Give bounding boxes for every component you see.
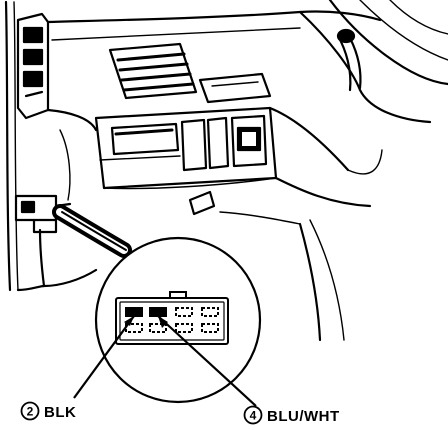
callout-label: BLK xyxy=(44,404,76,421)
terminal-7 xyxy=(175,323,193,333)
connector-face xyxy=(115,291,229,345)
terminal-3 xyxy=(175,307,193,317)
callout-number-circle xyxy=(20,401,40,421)
callout-blu-wht: 4 BLU/WHT xyxy=(243,405,340,425)
terminal-8 xyxy=(201,323,219,333)
arrow-head-blu-wht xyxy=(158,316,168,328)
callout-number: 4 xyxy=(250,409,257,423)
terminal-5 xyxy=(125,323,143,333)
callout-label: BLU/WHT xyxy=(267,408,340,425)
terminal-4 xyxy=(201,307,219,317)
dashboard-illustration xyxy=(4,0,448,342)
leader-line-blu-wht xyxy=(157,315,257,407)
magnified-connector-view xyxy=(73,236,262,407)
center-console xyxy=(94,106,278,190)
left-air-vent xyxy=(16,12,50,120)
terminal-1 xyxy=(125,307,143,317)
callout-number-circle xyxy=(243,405,263,425)
center-air-vent xyxy=(108,42,198,100)
arrow-head-blk xyxy=(124,316,134,326)
callout-number: 2 xyxy=(27,405,34,419)
leader-line-blk xyxy=(73,315,135,399)
under-dash-connector xyxy=(14,194,72,234)
terminal-2 xyxy=(149,307,167,317)
terminal-6 xyxy=(149,323,167,333)
callout-blk: 2 BLK xyxy=(20,401,76,421)
